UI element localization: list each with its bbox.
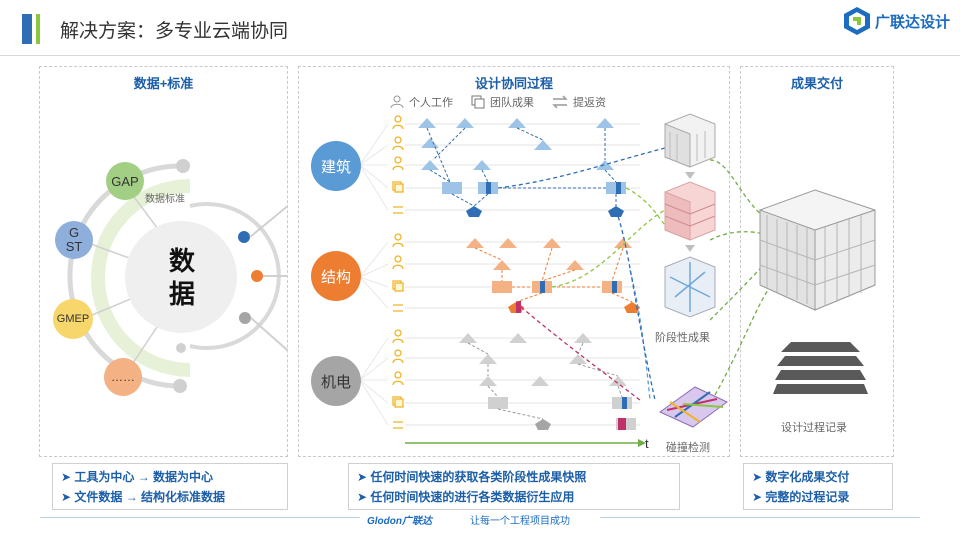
glodon-logo-icon bbox=[843, 7, 870, 35]
other-bubble-label: …… bbox=[111, 370, 135, 384]
collaboration-swimlanes bbox=[359, 115, 666, 447]
footer-divider-left bbox=[40, 517, 360, 518]
struct-person-icons bbox=[392, 233, 404, 312]
logo-text: 广联达设计 bbox=[874, 13, 950, 31]
bottom-right-text-1: 数字化成果交付 bbox=[765, 470, 850, 484]
delivery-panel bbox=[740, 66, 894, 457]
gmep-bubble-label: GMEP bbox=[56, 313, 90, 325]
clash-detection-model bbox=[659, 386, 728, 428]
footer-slogan: 让每一个工程项目成功 bbox=[470, 516, 570, 527]
page-title: 解决方案：多专业云端协同 bbox=[60, 21, 289, 42]
bottom-middle-text-1: 任何时间快速的获取各类阶段性成果快照 bbox=[370, 470, 587, 484]
legend-item-exchange: 提返资 bbox=[552, 94, 606, 110]
delivery-title: 成果交付 bbox=[790, 76, 843, 91]
gst-bubble-label: GST bbox=[65, 225, 83, 254]
footer-divider-right bbox=[600, 517, 920, 518]
struct-tasks bbox=[466, 238, 640, 313]
header-divider bbox=[0, 55, 960, 56]
bottom-left-text-1: 工具为中心 → 数据为中心 bbox=[74, 470, 214, 484]
legend-item-team: 团队成果 bbox=[471, 94, 534, 110]
bottom-middle-item: ➤ 任何时间快速的获取各类阶段性成果快照 bbox=[357, 470, 587, 484]
person-icon bbox=[390, 95, 404, 109]
bottom-right-text-2: 完整的过程记录 bbox=[765, 490, 850, 504]
arch-person-icons bbox=[392, 115, 404, 214]
bottom-middle-text-2: 任何时间快速的进行各类数据衍生应用 bbox=[370, 490, 575, 504]
data-hub-center-label: 数据 bbox=[168, 246, 195, 309]
title-accent-bar-secondary bbox=[36, 14, 40, 44]
exchange-icon bbox=[552, 95, 568, 109]
discipline-architecture-label: 建筑 bbox=[320, 158, 351, 176]
gap-bubble-label: GAP bbox=[111, 173, 139, 189]
legend-item-personal: 个人工作 bbox=[390, 94, 453, 110]
gap-bubble: GAP bbox=[106, 162, 144, 200]
footer-brand: Glodon广联达 bbox=[367, 516, 432, 527]
title-accent-bar bbox=[22, 14, 32, 44]
stage-snapshots bbox=[659, 113, 728, 428]
bottom-left-item: ➤ 工具为中心 → 数据为中心 bbox=[61, 470, 214, 484]
time-axis-label: t bbox=[645, 436, 649, 451]
arch-snapshot-cube bbox=[664, 113, 716, 168]
data-standard-panel bbox=[39, 66, 288, 457]
copy-icon bbox=[471, 95, 485, 109]
data-standard-title: 数据+标准 bbox=[133, 76, 194, 91]
arch-tasks bbox=[418, 118, 626, 217]
discipline-structure[interactable]: 结构 bbox=[311, 251, 361, 301]
discipline-mep-label: 机电 bbox=[320, 373, 351, 391]
struct-lane bbox=[405, 241, 640, 309]
clash-detection-label: 碰撞检测 bbox=[666, 442, 710, 454]
stage-result-label: 阶段性成果 bbox=[655, 332, 710, 344]
mep-person-icons bbox=[392, 329, 404, 429]
bottom-left-text-2: 文件数据 → 结构化标准数据 bbox=[74, 490, 226, 504]
mep-snapshot-cube bbox=[664, 256, 716, 318]
legend-personal-label: 个人工作 bbox=[409, 97, 453, 109]
other-bubble: …… bbox=[104, 358, 142, 396]
bottom-left-item: ➤ 文件数据 → 结构化标准数据 bbox=[61, 490, 226, 504]
bottom-right-item: ➤ 数字化成果交付 bbox=[752, 470, 850, 484]
bottom-right-item: ➤ 完整的过程记录 bbox=[752, 490, 850, 504]
design-record-stack bbox=[773, 342, 868, 394]
discipline-mep[interactable]: 机电 bbox=[311, 356, 361, 406]
delivery-connectors bbox=[710, 159, 769, 396]
gst-bubble: GST bbox=[55, 221, 93, 259]
gmep-bubble: GMEP bbox=[53, 299, 93, 339]
brand-logo: 广联达设计 bbox=[843, 6, 950, 36]
bottom-middle-summary: ➤ 任何时间快速的获取各类阶段性成果快照 ➤ 任何时间快速的进行各类数据衍生应用 bbox=[348, 463, 680, 510]
discipline-architecture[interactable]: 建筑 bbox=[311, 141, 361, 191]
design-record-label: 设计过程记录 bbox=[781, 422, 847, 434]
final-building-model bbox=[759, 189, 876, 311]
legend-exchange-label: 提返资 bbox=[573, 97, 606, 109]
bottom-left-summary: ➤ 工具为中心 → 数据为中心 ➤ 文件数据 → 结构化标准数据 bbox=[52, 463, 288, 510]
collaboration-title: 设计协同过程 bbox=[474, 76, 553, 91]
discipline-structure-label: 结构 bbox=[320, 268, 351, 286]
mep-tasks bbox=[459, 333, 636, 430]
data-standard-label: 数据标准 bbox=[145, 194, 185, 205]
struct-snapshot-cube bbox=[664, 181, 716, 241]
mep-lane bbox=[405, 337, 640, 426]
bottom-middle-item: ➤ 任何时间快速的进行各类数据衍生应用 bbox=[357, 490, 575, 504]
legend: 个人工作 团队成果 提返资 bbox=[390, 94, 606, 110]
collaboration-panel bbox=[298, 66, 730, 457]
legend-team-label: 团队成果 bbox=[490, 97, 534, 109]
bottom-right-summary: ➤ 数字化成果交付 ➤ 完整的过程记录 bbox=[743, 463, 893, 510]
